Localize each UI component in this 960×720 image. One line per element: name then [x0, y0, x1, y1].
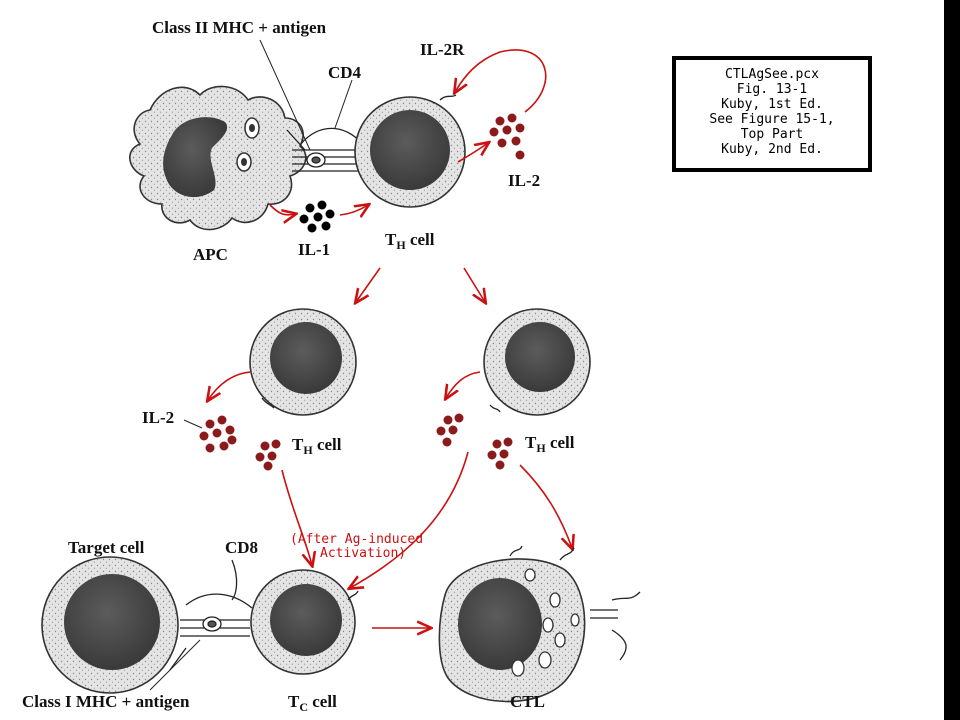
- arrow-th-to-il2: [457, 143, 488, 163]
- apc-nucleus: [163, 117, 228, 198]
- note-line: Kuby, 1st Ed.: [721, 97, 823, 112]
- label-apc: APC: [193, 245, 228, 264]
- arrow-th-right-to-tc: [350, 451, 469, 588]
- target-cell: [41, 556, 179, 694]
- label-il2r: IL-2R: [420, 40, 465, 59]
- source-note-box: [672, 56, 872, 172]
- arrow-th-left-to-tc: [281, 469, 312, 565]
- arrows-top: [269, 49, 547, 302]
- th-cell-right: [483, 308, 591, 416]
- ctl-cell: [438, 545, 641, 703]
- label-th-top: TH cell: [385, 230, 435, 252]
- arrow-th-right-to-ctl: [519, 464, 572, 548]
- arrow-il1-to-th: [339, 205, 368, 215]
- apc-cell: [129, 85, 307, 231]
- ctl-receptors: [509, 545, 641, 661]
- note-line: Fig. 13-1: [737, 82, 807, 97]
- th-cell-left: [249, 308, 357, 416]
- label-target-cell: Target cell: [68, 538, 145, 557]
- label-tc-cell: TC cell: [288, 692, 337, 714]
- arrow-branch-left: [356, 267, 381, 302]
- il2-molecules-mid-right: [436, 413, 464, 447]
- note-line: See Figure 15-1,: [709, 112, 834, 127]
- il2-molecules-mid-left: [199, 415, 237, 453]
- tc-cell: [250, 569, 359, 675]
- label-th-right: TH cell: [525, 433, 575, 455]
- label-cd8: CD8: [225, 538, 258, 557]
- arrows-middle: [208, 371, 572, 588]
- arrow-apc-to-il1: [269, 204, 295, 215]
- mhc1-tcr-interface: [169, 559, 253, 671]
- label-activation-2: Activation): [320, 546, 406, 561]
- note-line: Top Part: [741, 127, 804, 142]
- target-nucleus: [64, 574, 160, 670]
- note-line: CTLAgSee.pcx: [725, 67, 819, 82]
- label-il1: IL-1: [298, 240, 330, 259]
- label-class2-mhc: Class II MHC + antigen: [152, 18, 327, 37]
- th-nucleus: [370, 110, 450, 190]
- ctl-nucleus: [458, 578, 542, 670]
- label-cd4: CD4: [328, 63, 362, 82]
- th-right-nucleus: [505, 322, 575, 392]
- ctl-granules: [511, 568, 580, 677]
- label-class1-mhc: Class I MHC + antigen: [22, 692, 190, 711]
- il1-molecules: [299, 200, 335, 233]
- th-cell-top: [354, 94, 466, 208]
- arrow-il2-to-receptor: [455, 49, 547, 113]
- label-th-left: TH cell: [292, 435, 342, 457]
- label-il2-top: IL-2: [508, 171, 540, 190]
- il2-molecules-top: [489, 113, 525, 160]
- note-line: Kuby, 2nd Ed.: [721, 142, 823, 157]
- label-ctl: CTL: [510, 692, 545, 711]
- il2-molecules-mid-right2: [487, 437, 513, 470]
- leader-lines-bottom: [149, 639, 201, 691]
- label-il2-mid: IL-2: [142, 408, 174, 427]
- leader-lines-top: [259, 39, 353, 151]
- il2-molecules-mid-left2: [255, 439, 281, 471]
- arrow-branch-right: [463, 267, 485, 302]
- label-activation-1: (After Ag-induced: [290, 532, 423, 547]
- th-left-nucleus: [270, 322, 342, 394]
- tc-nucleus: [270, 584, 342, 656]
